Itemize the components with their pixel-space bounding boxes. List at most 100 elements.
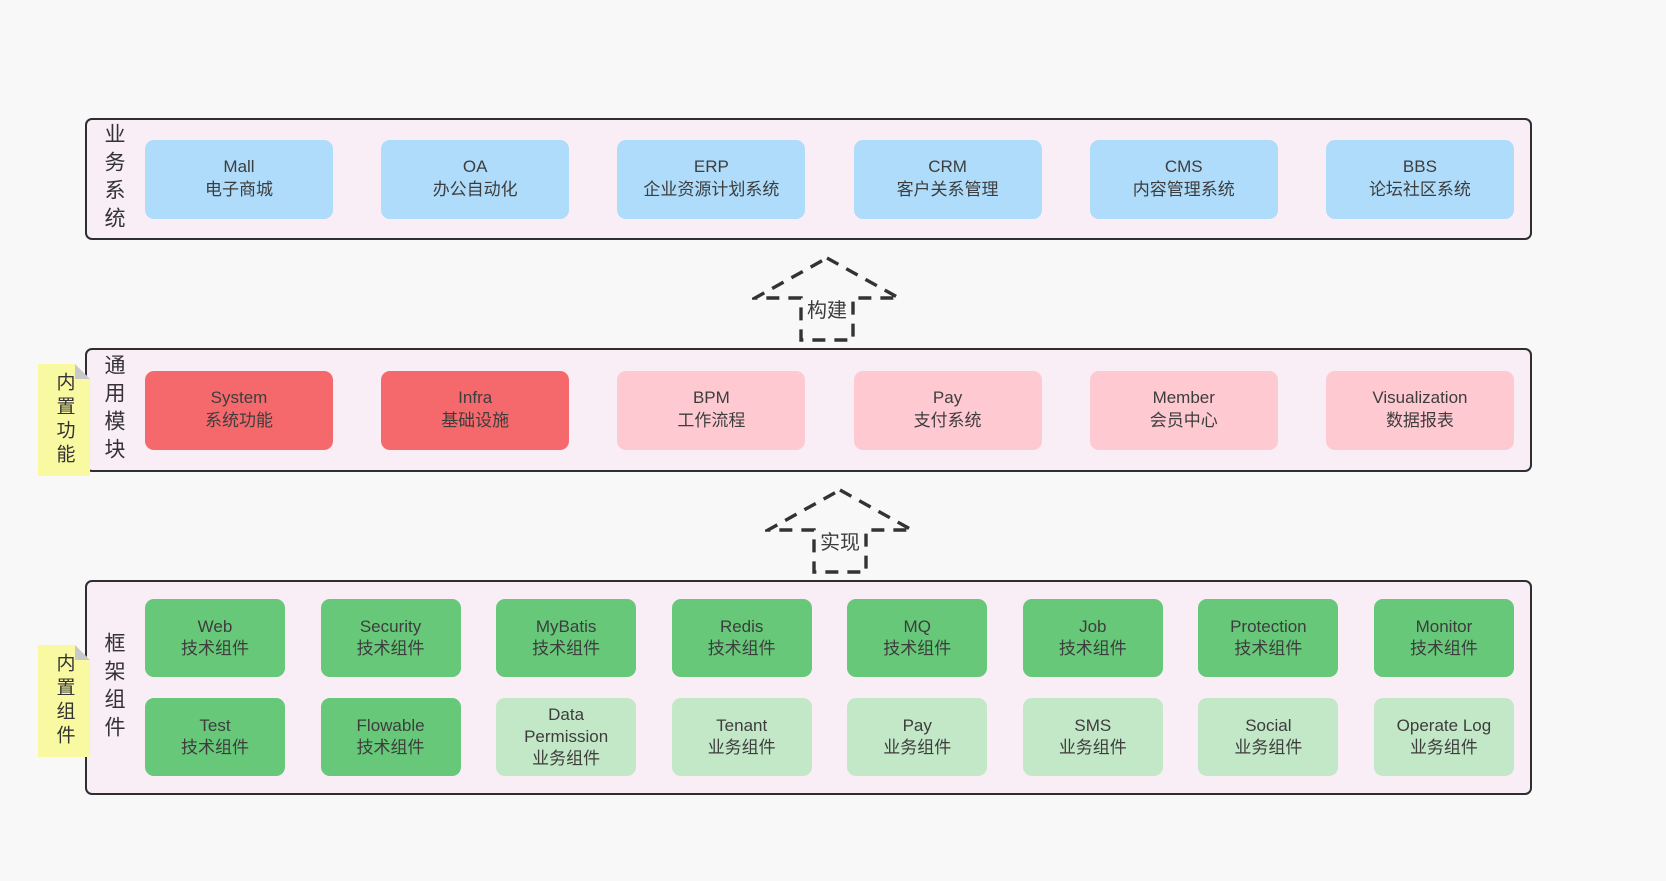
box-title: Pay [902,715,932,735]
box-subtitle: 客户关系管理 [896,180,999,199]
box-subtitle: 技术组件 [356,639,425,658]
box-bbs: BBS 论坛社区系统 [1325,139,1514,219]
panel-business-systems-content: Mall 电子商城 OA 办公自动化 ERP 企业资源计划系统 CRM 客户关系… [139,120,1530,238]
up-arrow-build: 构建 [752,255,902,343]
box-title: Mall [223,157,255,177]
box-title: Job [1079,616,1107,636]
box-mq: MQ 技术组件 [847,599,988,677]
box-subtitle: 会员中心 [1149,411,1218,430]
box-cms: CMS 内容管理系统 [1089,139,1278,219]
box-subtitle: 技术组件 [883,639,952,658]
box-member: Member 会员中心 [1089,370,1278,450]
box-title: Data Permission [524,704,609,746]
box-subtitle: 技术组件 [1234,639,1303,658]
sticky-note-built-in-features: 内置功能 [38,364,90,476]
up-arrow-icon: 构建 [752,256,902,342]
box-erp: ERP 企业资源计划系统 [617,139,806,219]
box-tenant: Tenant 业务组件 [671,698,812,776]
box-subtitle: 技术组件 [181,738,249,757]
box-test: Test 技术组件 [145,698,285,776]
box-subtitle: 工作流程 [677,411,746,430]
box-subtitle: 技术组件 [1409,639,1478,658]
panel-business-systems-label: 业务系统 [102,123,125,235]
box-subtitle: 业务组件 [1409,738,1478,757]
box-title: CMS [1164,157,1203,177]
panel-framework-components-content: Web 技术组件 Security 技术组件 MyBatis 技术组件 Redi… [139,582,1530,793]
box-title: Security [359,616,422,636]
box-title: Operate Log [1396,715,1492,735]
box-subtitle: 系统功能 [205,411,273,430]
box-title: Test [199,715,231,735]
box-subtitle: 技术组件 [532,639,601,658]
box-title: Visualization [1372,388,1468,408]
box-subtitle: 技术组件 [707,639,776,658]
box-subtitle: 基础设施 [441,411,510,430]
box-visualization: Visualization 数据报表 [1325,370,1514,450]
box-subtitle: 业务组件 [532,749,601,769]
box-job: Job 技术组件 [1022,599,1163,677]
box-title: Pay [932,388,963,408]
panel-common-modules-label: 通用模块 [102,354,125,466]
box-title: MQ [903,616,931,636]
box-subtitle: 电子商城 [205,180,273,199]
box-title: BPM [692,388,730,408]
box-pay-component: Pay 业务组件 [847,698,988,776]
box-subtitle: 技术组件 [181,639,249,658]
box-title: Member [1152,388,1215,408]
box-subtitle: 办公自动化 [432,180,518,199]
box-redis: Redis 技术组件 [671,599,812,677]
box-crm: CRM 客户关系管理 [853,139,1042,219]
components-row-2: Test 技术组件 Flowable 技术组件 Data Permission … [145,698,1514,776]
box-monitor: Monitor 技术组件 [1373,599,1514,677]
box-protection: Protection 技术组件 [1198,599,1339,677]
box-title: Infra [458,388,493,408]
panel-framework-components: 框架组件 Web 技术组件 Security 技术组件 MyBatis 技术组件… [85,580,1532,795]
box-title: MyBatis [535,616,597,636]
box-title: Social [1245,715,1292,735]
box-subtitle: 数据报表 [1385,411,1454,430]
box-mybatis: MyBatis 技术组件 [496,599,637,677]
box-web: Web 技术组件 [145,599,285,677]
box-data-permission: Data Permission 业务组件 [496,698,637,776]
box-security: Security 技术组件 [320,599,461,677]
box-subtitle: 支付系统 [913,411,982,430]
box-subtitle: 内容管理系统 [1132,180,1235,199]
arrow-outline [752,256,902,342]
up-arrow-implement: 实现 [765,487,915,575]
box-subtitle: 论坛社区系统 [1368,180,1471,199]
box-oa: OA 办公自动化 [381,139,570,219]
box-flowable: Flowable 技术组件 [320,698,461,776]
box-title: Tenant [716,715,768,735]
box-title: Flowable [356,715,425,735]
box-infra: Infra 基础设施 [381,370,570,450]
box-title: Monitor [1415,616,1473,636]
box-title: BBS [1402,157,1437,177]
box-title: CRM [928,157,967,177]
up-arrow-icon: 实现 [765,488,915,574]
sticky-note-built-in-components: 内置组件 [38,645,90,757]
box-bpm: BPM 工作流程 [617,370,806,450]
box-mall: Mall 电子商城 [145,139,333,219]
box-subtitle: 技术组件 [1058,639,1127,658]
panel-business-systems: 业务系统 Mall 电子商城 OA 办公自动化 ERP 企业资源计划系统 CRM… [85,118,1532,240]
arrow-label: 实现 [820,531,860,554]
box-title: System [210,388,268,408]
box-social: Social 业务组件 [1198,698,1339,776]
panel-framework-components-label: 框架组件 [102,631,125,744]
box-subtitle: 技术组件 [356,738,425,757]
box-subtitle: 企业资源计划系统 [643,180,780,199]
box-title: Redis [719,616,764,636]
panel-common-modules-content: System 系统功能 Infra 基础设施 BPM 工作流程 Pay 支付系统… [139,350,1530,470]
box-title: SMS [1074,715,1112,735]
arrow-label: 构建 [807,299,847,322]
arrow-label-bg [816,525,864,557]
box-title: OA [462,157,488,177]
sticky-note-text: 内置功能 [53,372,75,468]
box-subtitle: 业务组件 [1058,738,1127,757]
box-title: Web [197,616,233,636]
box-sms: SMS 业务组件 [1022,698,1163,776]
components-row-1: Web 技术组件 Security 技术组件 MyBatis 技术组件 Redi… [145,599,1514,677]
box-title: ERP [693,157,729,177]
arrow-label-bg [803,293,851,325]
box-subtitle: 业务组件 [707,738,776,757]
